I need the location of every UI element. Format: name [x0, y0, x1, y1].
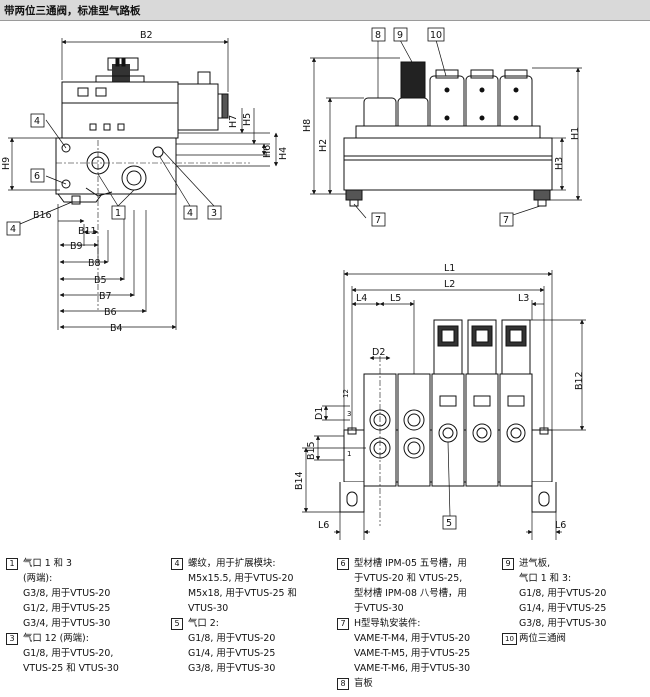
dim-H7: H7: [228, 115, 239, 128]
front-view-dimensions: [310, 39, 582, 219]
dim-B7: B7: [99, 291, 112, 302]
callout-1: 1: [115, 208, 121, 219]
dim-H3: H3: [554, 157, 565, 170]
dim-D2: D2: [372, 347, 385, 358]
legend-num: 7: [337, 618, 349, 630]
side-view-dimensions: [8, 38, 279, 330]
dim-B16: B16: [33, 210, 52, 221]
top-view-dimensions: [302, 270, 586, 540]
legend-item-7: 7 H型导轨安装件: VAME-T-M4, 用于VTUS-20 VAME-T-M…: [337, 616, 470, 676]
side-view-callout-numbers: 4 6 1 4 3 4: [10, 116, 217, 235]
callout-7b: 7: [503, 215, 509, 226]
callout-4c: 4: [10, 224, 16, 235]
dim-B11: B11: [78, 226, 97, 237]
top-view-labels: L1 L2 L4 L5 L3 D2 B12 D1 B15 B14 L6 L6 1…: [294, 263, 585, 531]
dim-B14: B14: [294, 471, 305, 490]
dim-B15: B15: [306, 441, 317, 460]
dim-L5: L5: [390, 293, 401, 304]
dim-B9: B9: [70, 241, 83, 252]
dim-L6: L6: [318, 520, 329, 531]
dim-L1: L1: [444, 263, 455, 274]
dim-B2: B2: [140, 30, 153, 41]
dim-B6: B6: [104, 307, 117, 318]
dim-L2: L2: [444, 279, 455, 290]
dim-B4: B4: [110, 323, 123, 334]
dim-H4: H4: [278, 147, 289, 160]
callout-6: 6: [34, 171, 40, 182]
legend-item-4: 4 螺纹，用于扩展模块: M5x15.5, 用于VTUS-20 M5x18, 用…: [171, 556, 297, 616]
legend-item-8: 8 盲板: [337, 676, 470, 691]
legend-num: 10: [502, 633, 517, 645]
port-1-label: 1: [347, 450, 351, 458]
port-3-label: 3: [347, 410, 351, 418]
top-view: [339, 319, 557, 526]
dim-L3: L3: [518, 293, 529, 304]
callout-8: 8: [375, 30, 381, 41]
legend-num: 5: [171, 618, 183, 630]
legend-item-10: 10 两位三通阀: [502, 631, 606, 646]
legend-num: 8: [337, 678, 349, 690]
technical-drawing: B2 H7 H5 H6 H4 H9 B16 B11 B9 B8 B5 B7 B6…: [1, 27, 586, 540]
dim-H1: H1: [570, 127, 581, 140]
top-view-callouts: [442, 515, 457, 530]
legend-item-1: 1 气口 1 和 3 (两端): G3/8, 用于VTUS-20 G1/2, 用…: [6, 556, 119, 631]
legend-item-6: 6 型材槽 IPM-05 五号槽，用 于VTUS-20 和 VTUS-25, 型…: [337, 556, 470, 616]
side-view-labels: B2 H7 H5 H6 H4 H9 B16 B11 B9 B8 B5 B7 B6…: [1, 30, 289, 334]
front-view-callouts: [371, 27, 514, 227]
side-view: [55, 57, 250, 310]
legend-column-4: 9 进气板, 气口 1 和 3: G1/8, 用于VTUS-20 G1/4, 用…: [502, 556, 606, 646]
legend-column-2: 4 螺纹，用于扩展模块: M5x15.5, 用于VTUS-20 M5x18, 用…: [171, 556, 297, 676]
dim-L6b: L6: [555, 520, 566, 531]
legend-item-9: 9 进气板, 气口 1 和 3: G1/8, 用于VTUS-20 G1/4, 用…: [502, 556, 606, 631]
callout-4b: 4: [187, 208, 193, 219]
page-title: 带两位三通阀，标准型气路板: [4, 5, 141, 17]
dim-B12: B12: [574, 371, 585, 390]
front-view-labels: H8 H2 H1 H3: [302, 119, 581, 170]
callout-4: 4: [34, 116, 40, 127]
dim-L4: L4: [356, 293, 367, 304]
legend-num: 9: [502, 558, 514, 570]
dim-H2: H2: [318, 139, 329, 152]
dim-D1: D1: [314, 407, 325, 420]
legend-item-5: 5 气口 2: G1/8, 用于VTUS-20 G1/4, 用于VTUS-25 …: [171, 616, 297, 676]
dim-H8: H8: [302, 119, 313, 132]
callout-10: 10: [430, 30, 442, 41]
legend-num: 6: [337, 558, 349, 570]
legend-item-3: 3 气口 12 (两端): G1/8, 用于VTUS-20, VTUS-25 和…: [6, 631, 119, 676]
front-view: [343, 61, 553, 207]
dim-B5: B5: [94, 275, 107, 286]
callout-5: 5: [446, 518, 452, 529]
legend-num: 3: [6, 633, 18, 645]
dim-B8: B8: [88, 258, 101, 269]
legend-num: 4: [171, 558, 183, 570]
dim-H5: H5: [242, 113, 253, 126]
legend-column-3: 6 型材槽 IPM-05 五号槽，用 于VTUS-20 和 VTUS-25, 型…: [337, 556, 470, 691]
callout-9: 9: [397, 30, 403, 41]
dim-H9: H9: [1, 157, 12, 170]
callout-3: 3: [211, 208, 217, 219]
dim-H6: H6: [262, 145, 273, 158]
callout-7: 7: [375, 215, 381, 226]
legend-column-1: 1 气口 1 和 3 (两端): G3/8, 用于VTUS-20 G1/2, 用…: [6, 556, 119, 676]
title-bar: 带两位三通阀，标准型气路板: [0, 0, 650, 21]
legend-num: 1: [6, 558, 18, 570]
port-12-label: 12: [342, 389, 350, 398]
side-view-callouts: [6, 113, 222, 236]
front-view-callout-numbers: 8 9 10 7 7: [375, 30, 509, 226]
